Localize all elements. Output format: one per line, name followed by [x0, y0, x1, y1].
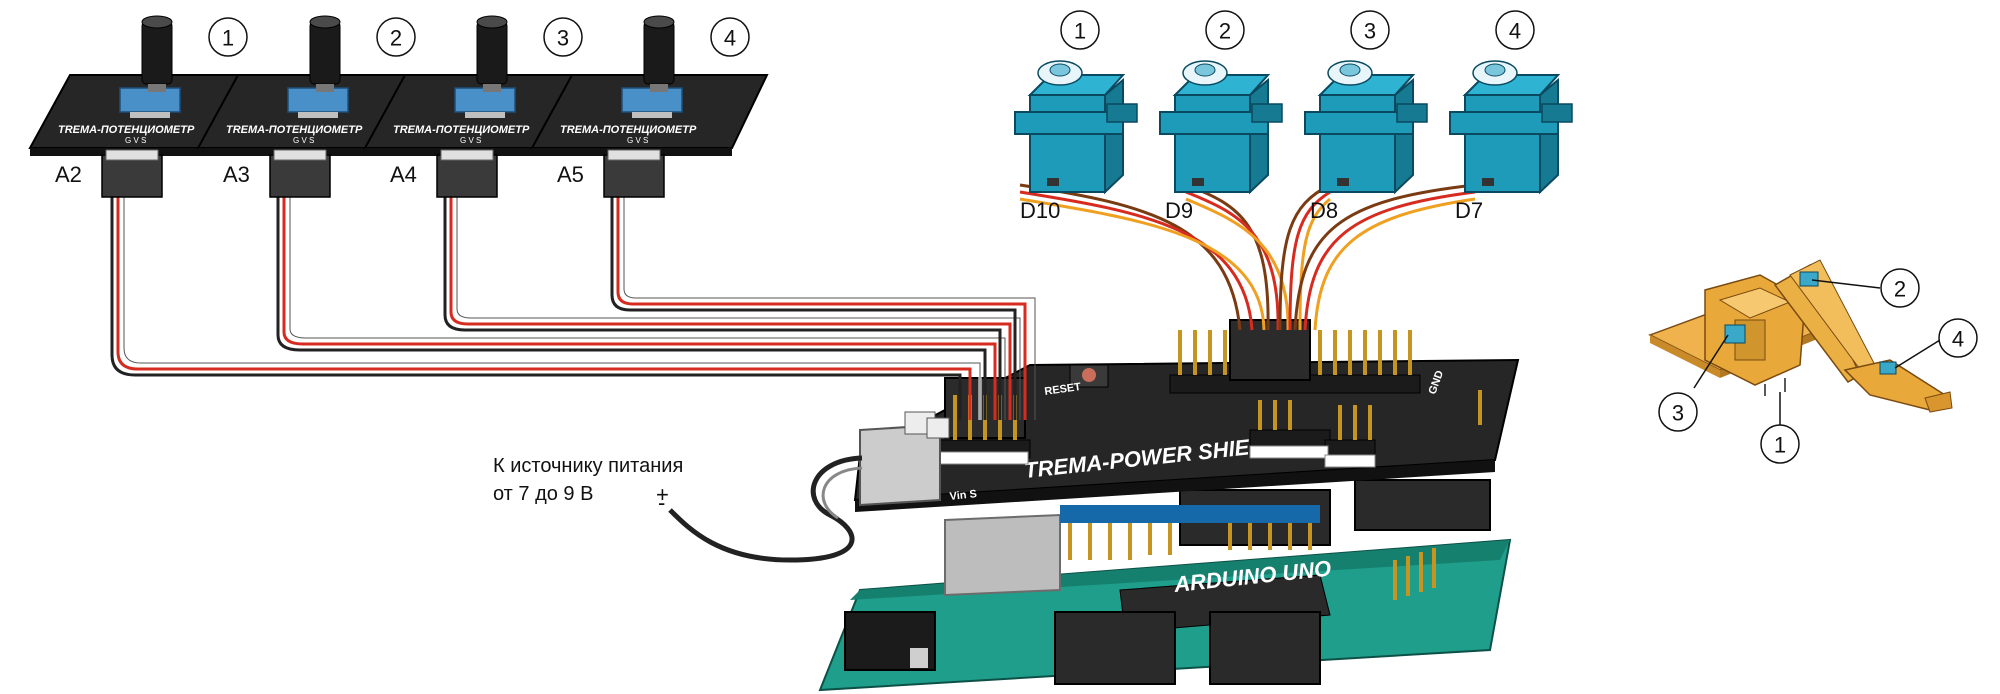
- servo-number: 4: [1509, 19, 1521, 44]
- potentiometer-number: 1: [222, 26, 234, 51]
- servo-2: D9 2: [1159, 10, 1283, 223]
- arm-callout-circle: [1938, 318, 1978, 358]
- potentiometer-pin: A5: [557, 162, 584, 187]
- potentiometer-number-circle: [543, 17, 583, 57]
- potentiometer-number: 3: [557, 26, 569, 51]
- servo-number: 2: [1219, 19, 1231, 44]
- potentiometer-number: 2: [390, 26, 402, 51]
- robot-arm: 1 2 3 4: [1648, 259, 1978, 464]
- power-label-line1: К источнику питания: [493, 455, 683, 477]
- potentiometer-pin-labels: G V S: [125, 136, 146, 145]
- reset-label: RESET: [1044, 381, 1082, 398]
- potentiometer-number-circle: [710, 17, 750, 57]
- potentiometer-board-label: TREMA-ПОТЕНЦИОМЕТР: [226, 124, 363, 136]
- pot-3-wire: [443, 175, 1021, 420]
- servo-number: 1: [1074, 19, 1086, 44]
- servos-group: D10 1D9 2D8 3D7 4: [1014, 10, 1573, 223]
- power-plus: +: [656, 482, 669, 507]
- servo-number: 3: [1364, 19, 1376, 44]
- potentiometer-wires: [110, 175, 1036, 420]
- potentiometer-pin-labels: G V S: [627, 136, 648, 145]
- servo-number-circle: [1495, 10, 1535, 50]
- arm-callout-circle: [1658, 392, 1698, 432]
- potentiometer-pin: A2: [55, 162, 82, 187]
- servo-pin: D8: [1310, 198, 1338, 223]
- arm-callout-number: 4: [1952, 327, 1964, 352]
- potentiometer-pin-labels: G V S: [460, 136, 481, 145]
- servo-wires: [1019, 183, 1476, 331]
- servo-3: D8 3: [1304, 10, 1428, 223]
- arduino-uno-board: ARDUINO UNO: [818, 479, 1512, 692]
- potentiometer-board-label: TREMA-ПОТЕНЦИОМЕТР: [560, 124, 697, 136]
- servo-1: D10 1: [1014, 10, 1138, 223]
- pot-4-wire: [610, 175, 1036, 420]
- potentiometer-number-circle: [376, 17, 416, 57]
- arm-callout-number: 1: [1774, 433, 1786, 458]
- servo-number-circle: [1060, 10, 1100, 50]
- potentiometer-board-label: TREMA-ПОТЕНЦИОМЕТР: [393, 124, 530, 136]
- power-label-line2: от 7 до 9 В: [493, 483, 593, 505]
- potentiometer-pin: A3: [223, 162, 250, 187]
- power-cable: - + К источнику питания от 7 до 9 В: [493, 455, 863, 563]
- servo-number-circle: [1350, 10, 1390, 50]
- vin-label: Vin S: [949, 488, 977, 503]
- servo-pin: D10: [1020, 198, 1060, 223]
- servo-header-block: [1229, 319, 1311, 381]
- potentiometer-pin: A4: [390, 162, 417, 187]
- potentiometer-number-circle: [208, 17, 248, 57]
- potentiometer-pin-labels: G V S: [293, 136, 314, 145]
- pot-1-wire: [110, 175, 982, 420]
- usb-connector: [944, 513, 1061, 597]
- arm-callout-circle: [1880, 268, 1920, 308]
- potentiometer-board-label: TREMA-ПОТЕНЦИОМЕТР: [58, 124, 195, 136]
- arm-callout-circle: [1760, 424, 1800, 464]
- servo-pin: D9: [1165, 198, 1193, 223]
- power-minus: -: [658, 490, 665, 515]
- potentiometer-number: 4: [724, 26, 736, 51]
- pot-2-wire: [276, 175, 1006, 420]
- servo-pin: D7: [1455, 198, 1483, 223]
- servo-4: D7 4: [1449, 10, 1573, 223]
- servo-number-circle: [1205, 10, 1245, 50]
- arm-callout-number: 2: [1894, 277, 1906, 302]
- arm-callout-number: 3: [1672, 401, 1684, 426]
- arm-callouts: 1 2 3 4: [1658, 268, 1978, 464]
